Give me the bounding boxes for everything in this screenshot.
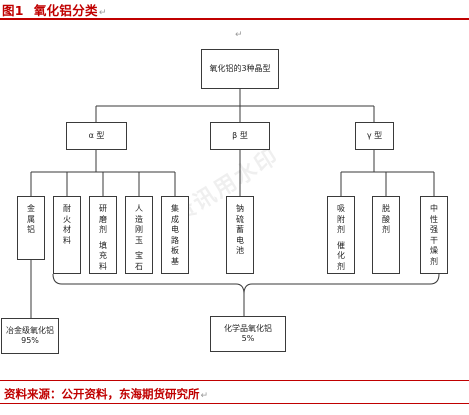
use-label-char: 脱 [382,204,390,213]
use-label-char: 催 [337,240,345,250]
use-label-char: 剂 [430,256,438,266]
use-label-char: 铝 [27,225,35,234]
use-metal-aluminium: 金属铝 [17,196,45,260]
use-label-char: 填 [99,240,107,250]
category-chemical-label: 化学品氧化铝 [224,324,272,333]
use-label-char: 玉 [135,235,143,245]
use-label-char: 磨 [99,214,107,224]
use-label-char: 刚 [135,225,143,234]
use-label-char: 板 [171,246,179,255]
use-label: 钠硫蓄电池 [227,204,253,257]
use-corundum-gem: 人造刚玉 宝石 [125,196,153,274]
use-label-char: 料 [99,261,107,271]
paragraph-mark-icon: ↵ [235,30,243,40]
use-label-char: 人 [135,204,143,213]
use-label-char: 燥 [430,246,438,255]
title-divider [0,18,469,20]
use-label-char: 剂 [99,225,107,234]
use-label: 吸附剂 催化剂 [328,204,354,272]
type-gamma: γ 型 [355,122,394,150]
use-label-char: 吸 [337,204,345,213]
use-deacidifier: 脱酸剂 [372,196,400,274]
use-label-char: 酸 [382,214,390,224]
use-label-char: 火 [63,214,71,224]
use-label-char: 电 [236,235,244,245]
use-label-char: 基 [171,256,179,266]
type-beta-label: β 型 [232,131,248,140]
use-label-char: 剂 [337,261,345,271]
category-metallurgical: 冶金级氧化铝 95% [1,318,59,354]
use-sodium-sulfur-battery: 钠硫蓄电池 [226,196,254,274]
source-bottom-divider [0,403,469,404]
category-metallurgical-label: 冶金级氧化铝 [6,326,54,335]
figure-title: 图1 氧化铝分类↵ [2,0,107,19]
category-chemical-share: 5% [241,334,255,343]
use-label-char: 电 [171,225,179,234]
use-label-char: 研 [99,204,107,213]
use-label-char: 附 [337,214,345,224]
use-label-char: 干 [430,235,438,245]
figure-number: 图1 [2,3,24,18]
use-label-char: 属 [27,214,35,224]
use-label-char: 材 [63,225,71,234]
use-label: 研磨剂 填充料 [90,204,116,272]
use-label-char: 中 [430,204,438,213]
source-top-divider [0,380,469,381]
use-label-char: 充 [99,251,107,260]
use-label-char: 石 [135,261,143,271]
use-abrasive-filler: 研磨剂 填充料 [89,196,117,274]
use-adsorbent-catalyst: 吸附剂 催化剂 [327,196,355,274]
use-label: 耐火材料 [54,204,80,246]
category-metallurgical-share: 95% [21,336,39,345]
use-label-char: 蓄 [236,225,244,234]
use-label: 人造刚玉 宝石 [126,204,152,272]
use-label: 集成电路板基 [162,204,188,267]
use-circuit-substrate: 集成电路板基 [161,196,189,274]
figure-title-text: 氧化铝分类 [33,3,98,18]
bracket-chemical-uses [52,273,440,295]
root-node: 氧化铝的3种晶型 [201,49,279,89]
use-label-char: 成 [171,214,179,224]
use-label-char: 性 [430,214,438,224]
type-gamma-label: γ 型 [366,131,383,140]
use-label-char: 宝 [135,251,143,260]
type-beta: β 型 [210,122,270,150]
source-text: 资料来源：公开资料，东海期货研究所 [4,387,200,401]
use-label: 脱酸剂 [373,204,399,236]
type-alpha-label: α 型 [88,131,105,140]
use-label-char: 剂 [337,225,345,234]
use-label-char: 集 [171,204,179,213]
use-label-char: 造 [135,214,143,224]
category-chemical: 化学品氧化铝 5% [210,316,286,352]
type-alpha: α 型 [66,122,127,150]
use-label-char: 路 [171,235,179,245]
use-refractory: 耐火材料 [53,196,81,274]
paragraph-mark-icon: ↵ [200,391,209,401]
root-label: 氧化铝的3种晶型 [209,64,271,73]
use-label-char: 硫 [236,214,244,224]
use-label-char: 化 [337,251,345,260]
use-label-char: 剂 [382,225,390,234]
source-note: 资料来源：公开资料，东海期货研究所↵ [4,386,208,402]
paragraph-mark-icon: ↵ [98,8,107,18]
use-label-char: 料 [63,235,71,245]
use-neutral-desiccant: 中性强干燥剂 [420,196,448,274]
use-label-char: 钠 [236,204,244,213]
use-label-char: 强 [430,225,438,234]
use-label-char: 金 [27,204,35,213]
use-label: 中性强干燥剂 [421,204,447,267]
use-label-char: 池 [236,246,244,255]
use-label-char: 耐 [63,204,71,213]
use-label: 金属铝 [18,204,44,236]
